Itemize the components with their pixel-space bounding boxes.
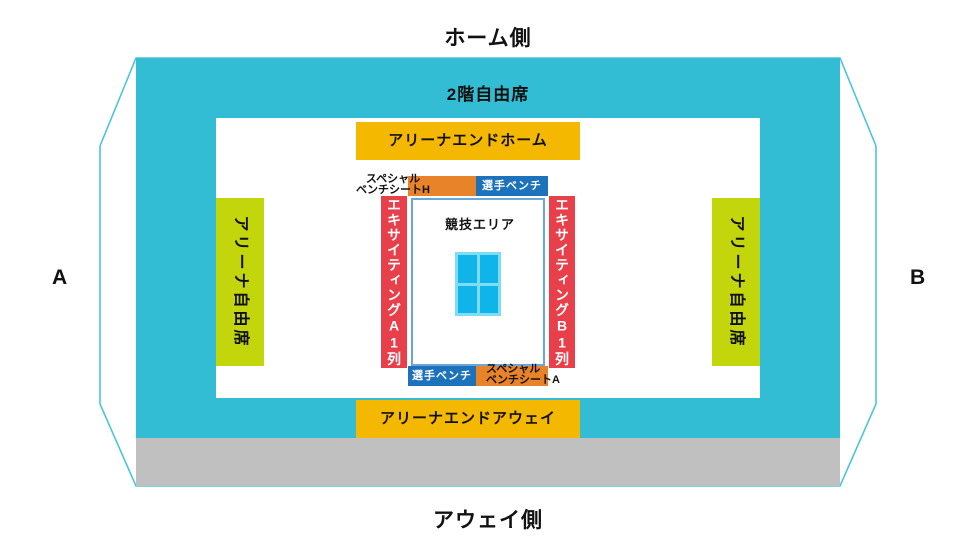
second-floor-free-seating-left[interactable] bbox=[136, 58, 216, 438]
competition-area-label: 競技エリア bbox=[444, 217, 515, 232]
end-letter-b: B bbox=[910, 266, 926, 289]
special-bench-seat-h-line1: スペシャル bbox=[365, 173, 421, 185]
caption-away-side: アウェイ側 bbox=[433, 509, 543, 532]
caption-home-side: ホーム側 bbox=[444, 27, 532, 50]
floor-apron bbox=[136, 438, 840, 486]
arena-free-seating-left-label: アリーナ自由席 bbox=[232, 215, 249, 349]
court-quadrant bbox=[458, 255, 477, 283]
arena-free-seating-right-label: アリーナ自由席 bbox=[728, 215, 745, 349]
special-bench-seat-a[interactable]: スペシャル ベンチシートA bbox=[476, 364, 560, 386]
court-diagram bbox=[455, 252, 501, 316]
arena-free-seating-left[interactable]: アリーナ自由席 bbox=[216, 198, 264, 366]
competition-area: 競技エリア bbox=[411, 198, 545, 366]
second-floor-free-seating-right[interactable] bbox=[760, 58, 840, 438]
special-bench-seat-h[interactable]: スペシャル ベンチシートH bbox=[356, 174, 476, 196]
special-bench-seat-a-line2: ベンチシートA bbox=[486, 374, 560, 386]
player-bench-home[interactable]: 選手ベンチ bbox=[476, 176, 548, 196]
second-floor-free-seating-top[interactable] bbox=[136, 58, 840, 118]
court-quadrant bbox=[458, 285, 477, 313]
court-quadrant bbox=[479, 255, 498, 283]
arena-end-away[interactable]: アリーナエンドアウェイ bbox=[356, 400, 580, 438]
arena-free-seating-right[interactable]: アリーナ自由席 bbox=[712, 198, 760, 366]
exciting-seat-a-row1[interactable]: エキサイティングA1列 bbox=[381, 196, 407, 368]
end-letter-a: A bbox=[52, 266, 68, 289]
special-bench-seat-h-label: スペシャル ベンチシートH bbox=[356, 174, 430, 196]
player-bench-away[interactable]: 選手ベンチ bbox=[408, 366, 476, 386]
special-bench-seat-a-line1: スペシャル bbox=[486, 363, 541, 375]
second-floor-free-seating-label: 2階自由席 bbox=[446, 85, 530, 104]
special-bench-seat-h-line2: ベンチシートH bbox=[356, 184, 430, 196]
bench-row-away: 選手ベンチ スペシャル ベンチシートA bbox=[408, 364, 560, 386]
bench-row-home: スペシャル ベンチシートH 選手ベンチ bbox=[356, 174, 548, 196]
exciting-seat-b-row1-label: エキサイティングB1列 bbox=[554, 197, 570, 367]
exciting-seat-b-row1[interactable]: エキサイティングB1列 bbox=[549, 196, 575, 368]
arena-end-home[interactable]: アリーナエンドホーム bbox=[356, 122, 580, 160]
court-quadrant bbox=[479, 285, 498, 313]
exciting-seat-a-row1-label: エキサイティングA1列 bbox=[386, 197, 402, 367]
special-bench-seat-a-label: スペシャル ベンチシートA bbox=[486, 364, 560, 386]
